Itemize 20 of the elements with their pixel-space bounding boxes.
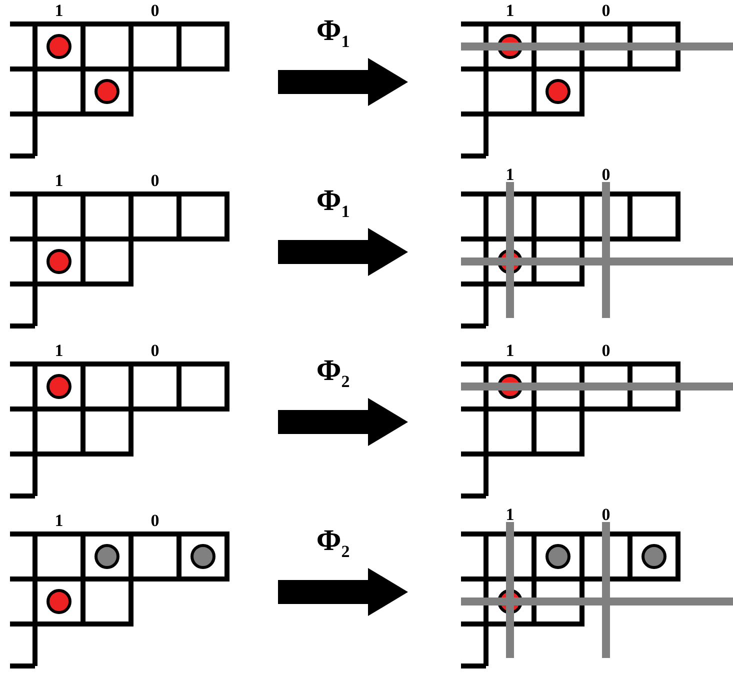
column-label: 1 [54, 512, 64, 529]
column-label: 0 [602, 166, 610, 183]
column-label: 0 [150, 172, 160, 189]
block-arrow [278, 398, 408, 446]
column-label: 1 [54, 342, 64, 359]
block-arrow [278, 228, 408, 276]
column-label: 1 [54, 172, 64, 189]
column-label: 1 [506, 342, 514, 359]
column-label: 0 [602, 342, 610, 359]
column-label: 1 [506, 166, 514, 183]
column-label: 0 [150, 512, 160, 529]
column-label: 0 [150, 2, 160, 19]
column-label: 0 [150, 342, 160, 359]
column-label: 1 [506, 506, 514, 523]
block-arrow [278, 58, 408, 106]
column-label: 1 [54, 2, 64, 19]
block-arrow [278, 568, 408, 616]
column-label: 0 [602, 2, 610, 19]
column-label: 1 [506, 2, 514, 19]
column-label: 0 [602, 506, 610, 523]
